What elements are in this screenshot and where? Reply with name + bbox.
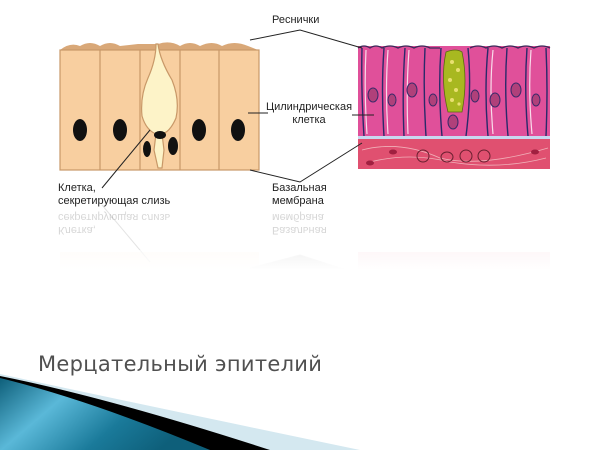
reflection-line: мембрана [272, 211, 324, 223]
leader-lines [101, 29, 374, 189]
label-cilia: Реснички [272, 14, 320, 26]
histology-epithelium [357, 45, 551, 169]
slide-title: Мерцательный эпителий [38, 352, 323, 376]
label-goblet-cell: Клетка, секретирующая слизь [58, 182, 170, 208]
label-basal-membrane-line2: мембрана [272, 195, 324, 207]
schematic-epithelium [59, 42, 260, 171]
reflection-line: Базальная [272, 224, 327, 236]
label-columnar-cell-line2: клетка [292, 114, 326, 126]
label-basal-membrane-reflection: Базальная мембрана [272, 210, 327, 236]
decorative-swoosh [0, 374, 360, 450]
reflection-line: Клетка, [58, 224, 96, 236]
label-columnar-cell: Цилиндрическая клетка [262, 101, 356, 127]
label-columnar-cell-line1: Цилиндрическая [265, 101, 353, 113]
label-goblet-cell-reflection: Клетка, секретирующая слизь [58, 210, 170, 236]
label-basal-membrane: Базальная мембрана [272, 182, 327, 208]
label-goblet-cell-line2: секретирующая слизь [58, 195, 171, 207]
reflection-line: секретирующая слизь [58, 211, 171, 223]
epithelium-figure: Реснички Цилиндрическая клетка Клетка, с… [0, 14, 600, 276]
label-goblet-cell-line1: Клетка, [58, 182, 96, 194]
epithelium-diagram [0, 29, 600, 276]
label-basal-membrane-line1: Базальная [272, 182, 327, 194]
